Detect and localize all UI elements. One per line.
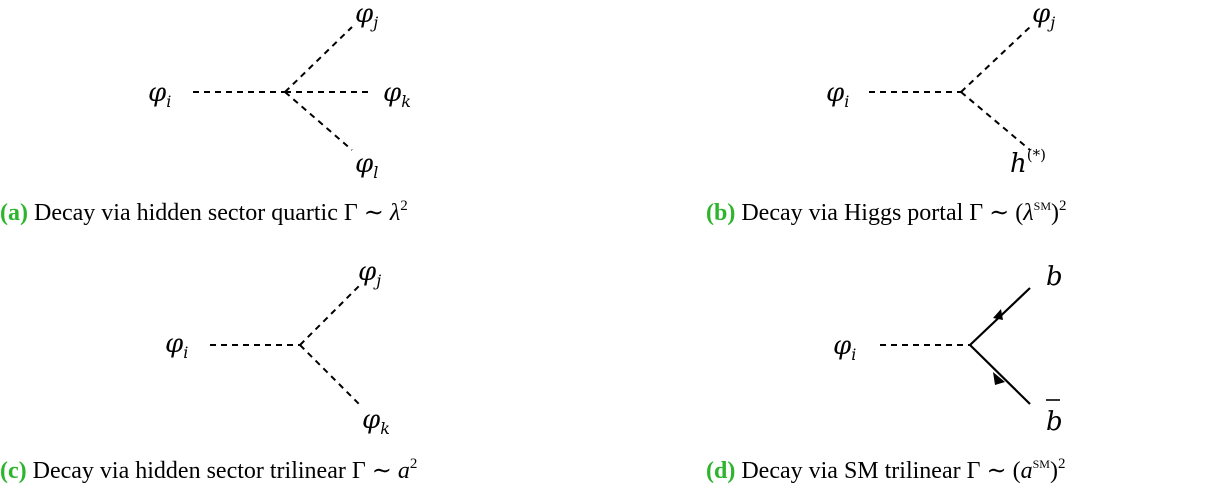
- caption-math: Γ ∼ a2: [351, 456, 418, 485]
- caption-tag: (c): [0, 458, 27, 484]
- arrow-icon: [993, 309, 1003, 320]
- caption-text: Decay via SM trilinear: [741, 458, 961, 484]
- label-out-bbar: b: [1046, 407, 1063, 437]
- label-out-k: φk: [362, 405, 390, 438]
- caption-tag: (b): [706, 200, 736, 226]
- caption-text: Decay via hidden sector trilinear: [32, 458, 346, 484]
- label-out-k: φk: [383, 78, 411, 111]
- caption-math: Γ ∼ (aSM)2: [966, 456, 1066, 485]
- caption-math: Γ ∼ λ2: [343, 198, 408, 227]
- arrow-icon: [993, 372, 1005, 385]
- label-incoming: φi: [165, 329, 188, 362]
- label-out-b: b: [1046, 262, 1063, 292]
- label-out-j: φj: [1032, 0, 1055, 32]
- caption-text: Decay via Higgs portal: [741, 200, 964, 226]
- caption-a: (a) Decay via hidden sector quartic Γ ∼ …: [0, 198, 408, 227]
- label-incoming: φi: [148, 78, 171, 111]
- caption-math: Γ ∼ (λSM)2: [969, 198, 1067, 227]
- diagram-b-higgs-portal: φi φj h(*): [826, 0, 1055, 179]
- line-outgoing-h: [960, 91, 1031, 151]
- label-out-l: φl: [355, 149, 378, 182]
- caption-c: (c) Decay via hidden sector trilinear Γ …: [0, 456, 417, 485]
- caption-b: (b) Decay via Higgs portal Γ ∼ (λSM)2: [706, 198, 1067, 227]
- caption-tag: (d): [706, 458, 736, 484]
- line-outgoing-j: [299, 284, 361, 346]
- line-outgoing-l: [284, 91, 353, 151]
- line-outgoing-j: [284, 26, 353, 93]
- label-out-j: φj: [355, 0, 378, 32]
- label-out-h: h(*): [1010, 146, 1046, 179]
- line-outgoing-j: [960, 26, 1031, 93]
- caption-text: Decay via hidden sector quartic: [33, 200, 338, 226]
- diagram-c-trilinear: φi φj φk: [165, 257, 390, 438]
- diagram-d-sm-trilinear: φi b b: [833, 262, 1063, 437]
- caption-d: (d) Decay via SM trilinear Γ ∼ (aSM)2: [706, 456, 1065, 485]
- label-incoming: φi: [833, 331, 856, 364]
- line-outgoing-k: [299, 344, 361, 406]
- caption-tag: (a): [0, 200, 28, 226]
- diagram-a-quartic: φi φj φk φl: [148, 0, 411, 182]
- label-incoming: φi: [826, 78, 849, 111]
- label-out-j: φj: [358, 257, 381, 290]
- fermion-line-bbar: [969, 344, 1031, 405]
